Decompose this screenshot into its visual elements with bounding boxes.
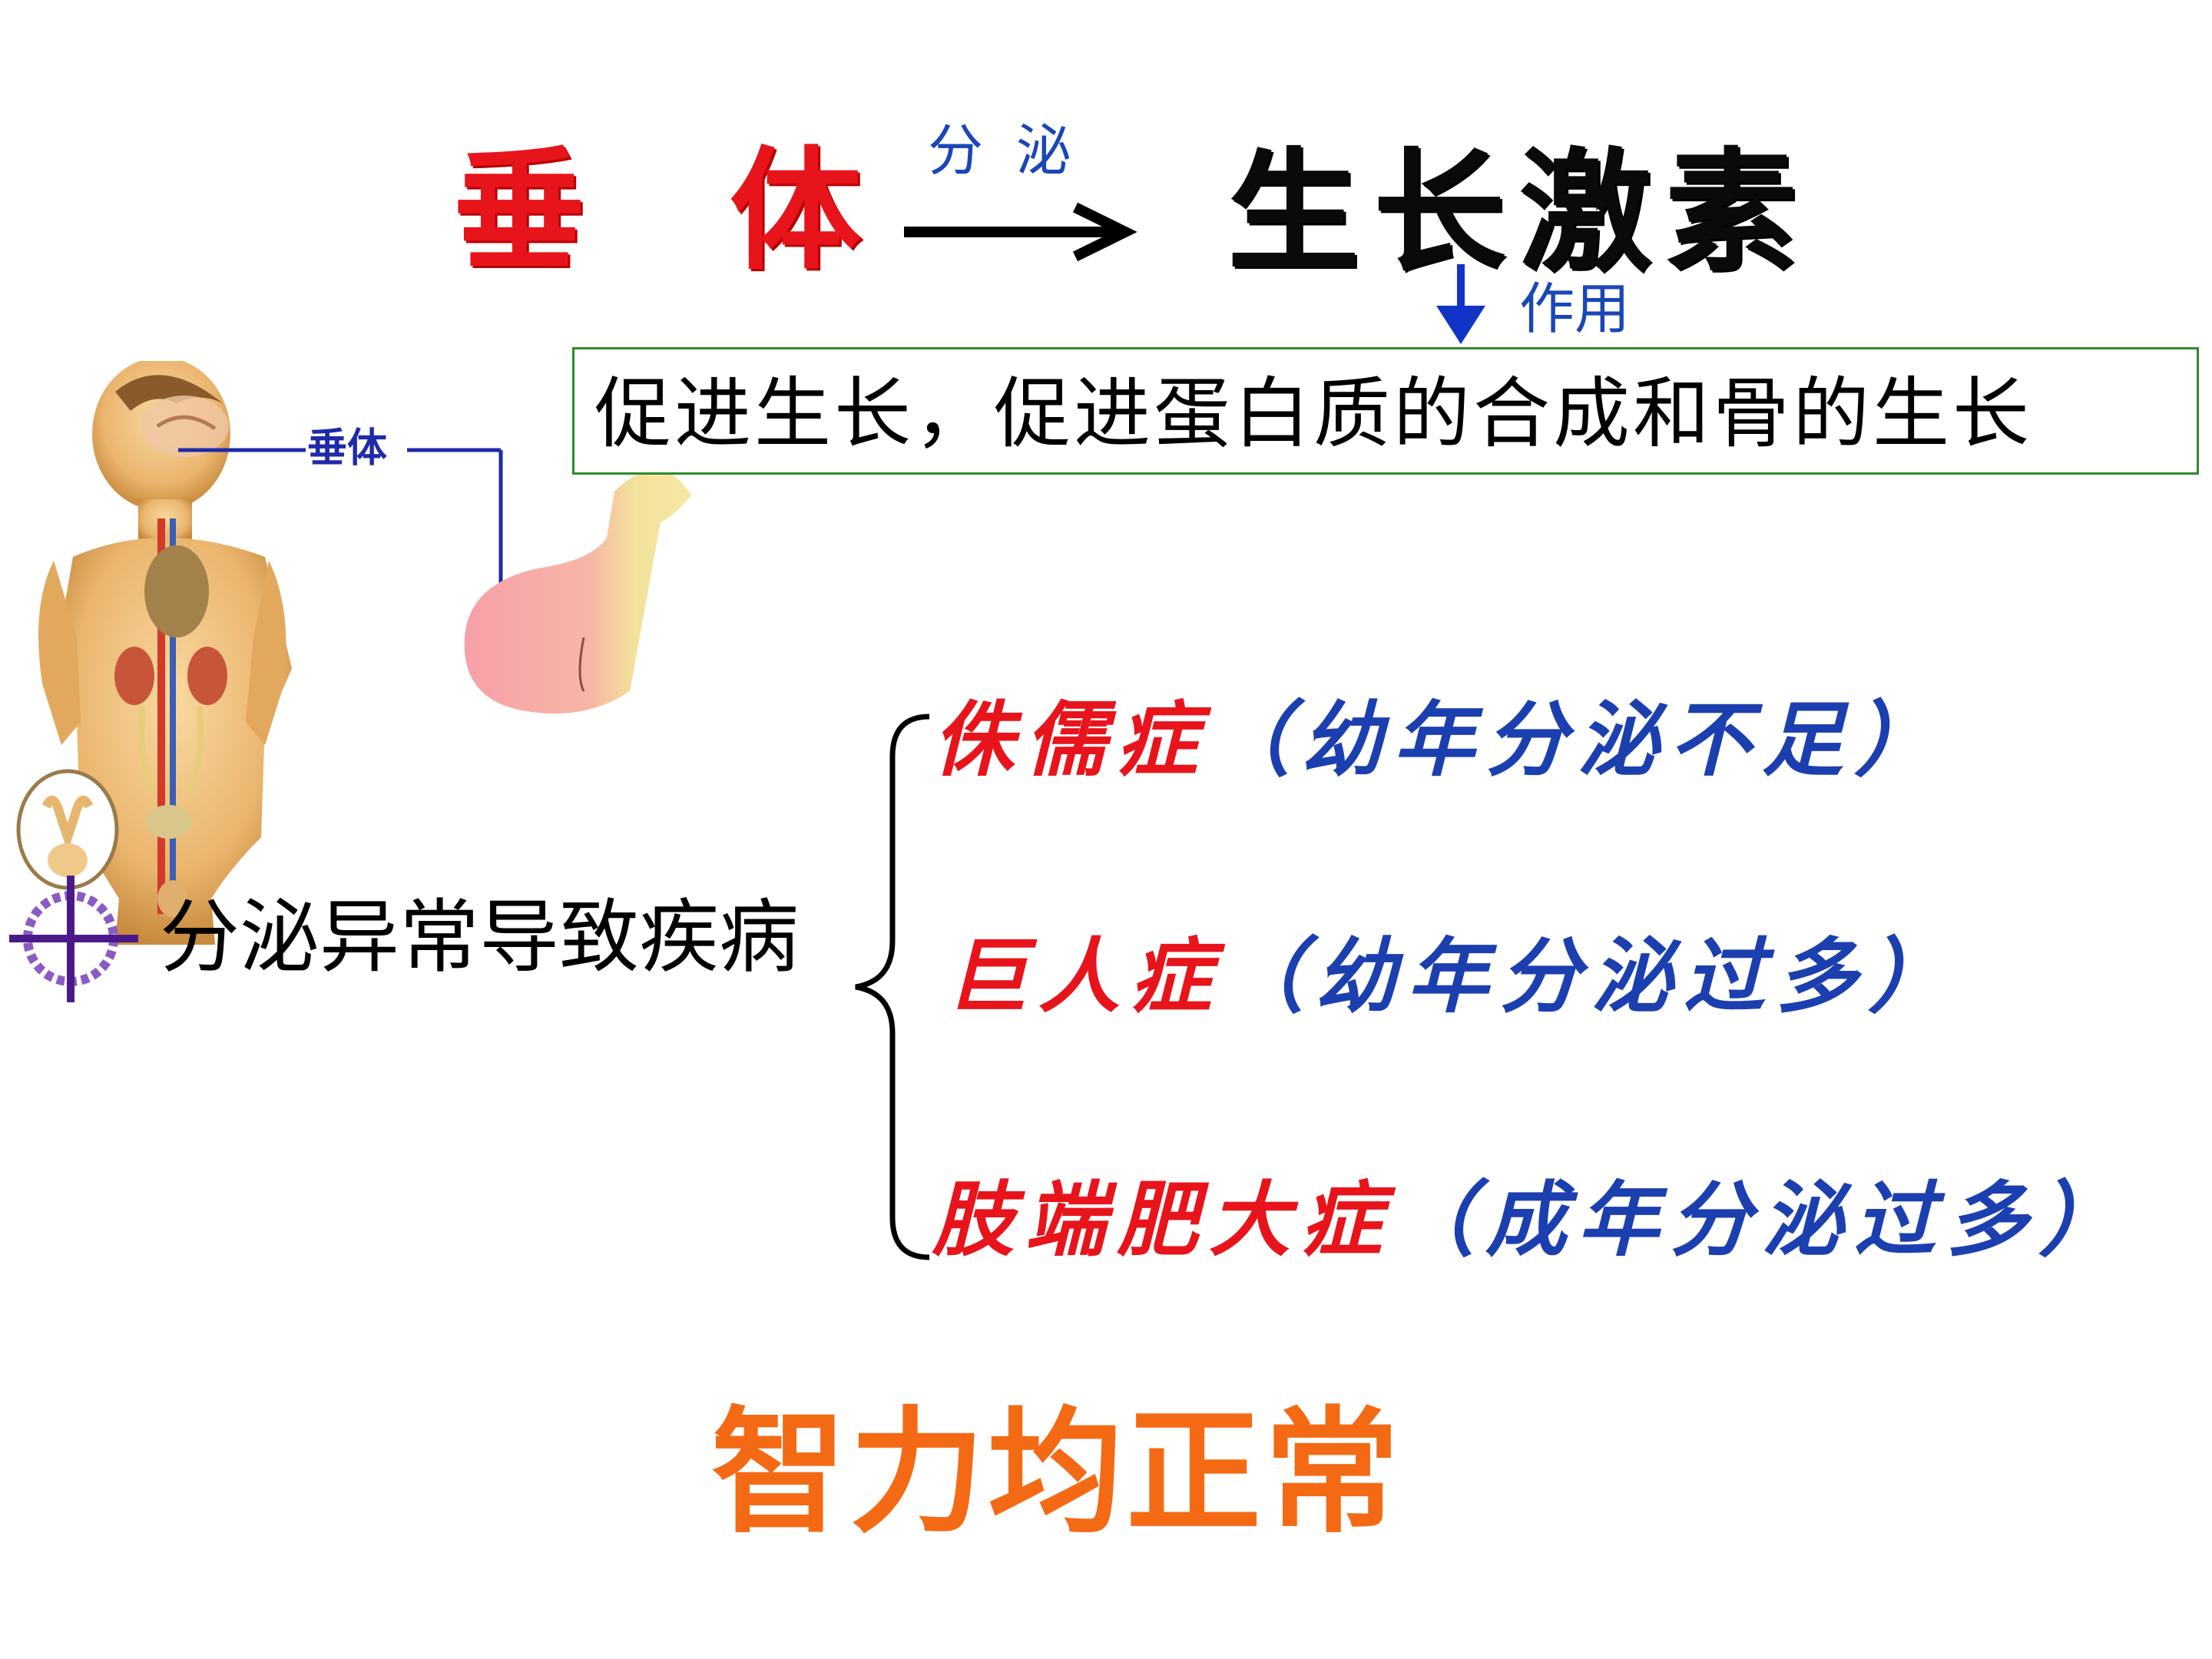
disorders-heading: 分泌异常导致疾病 <box>160 890 800 984</box>
disorder-name: 侏儒症 <box>932 691 1209 787</box>
pituitary-label: 垂体 <box>307 425 388 472</box>
disorder-row: 肢端肥大症（成年分泌过多） <box>932 1179 2131 1260</box>
curly-brace-icon <box>855 714 930 1260</box>
disorder-cause: （幼年分泌过多） <box>1223 928 1960 1024</box>
arrow-down-icon <box>1436 264 1485 344</box>
effect-text: 促进生长，促进蛋白质的合成和骨的生长 <box>594 369 2032 459</box>
disorder-cause: （幼年分泌不足） <box>1209 691 1946 787</box>
arrow-right-icon <box>904 202 1137 262</box>
disorder-cause: （成年分泌过多） <box>1393 1171 2131 1267</box>
crosshair-target-icon <box>9 769 138 1002</box>
effect-label: 作用 <box>1519 276 1631 341</box>
conclusion-text: 智力均正常 <box>711 1394 1403 1551</box>
hormone-title: 生长激素 <box>1227 134 1811 290</box>
disorder-name: 巨人症 <box>946 928 1223 1024</box>
pituitary-gland <box>464 469 691 714</box>
secretion-label: 分 泌 <box>928 118 1079 183</box>
source-gland-title: 垂 体 <box>453 132 868 288</box>
disorder-row: 侏儒症（幼年分泌不足） <box>932 699 1946 780</box>
effect-box: 促进生长，促进蛋白质的合成和骨的生长 <box>572 347 2199 475</box>
disorder-row: 巨人症（幼年分泌过多） <box>946 935 1960 1017</box>
anatomy-figure <box>38 361 691 945</box>
disorder-name: 肢端肥大症 <box>932 1171 1393 1267</box>
